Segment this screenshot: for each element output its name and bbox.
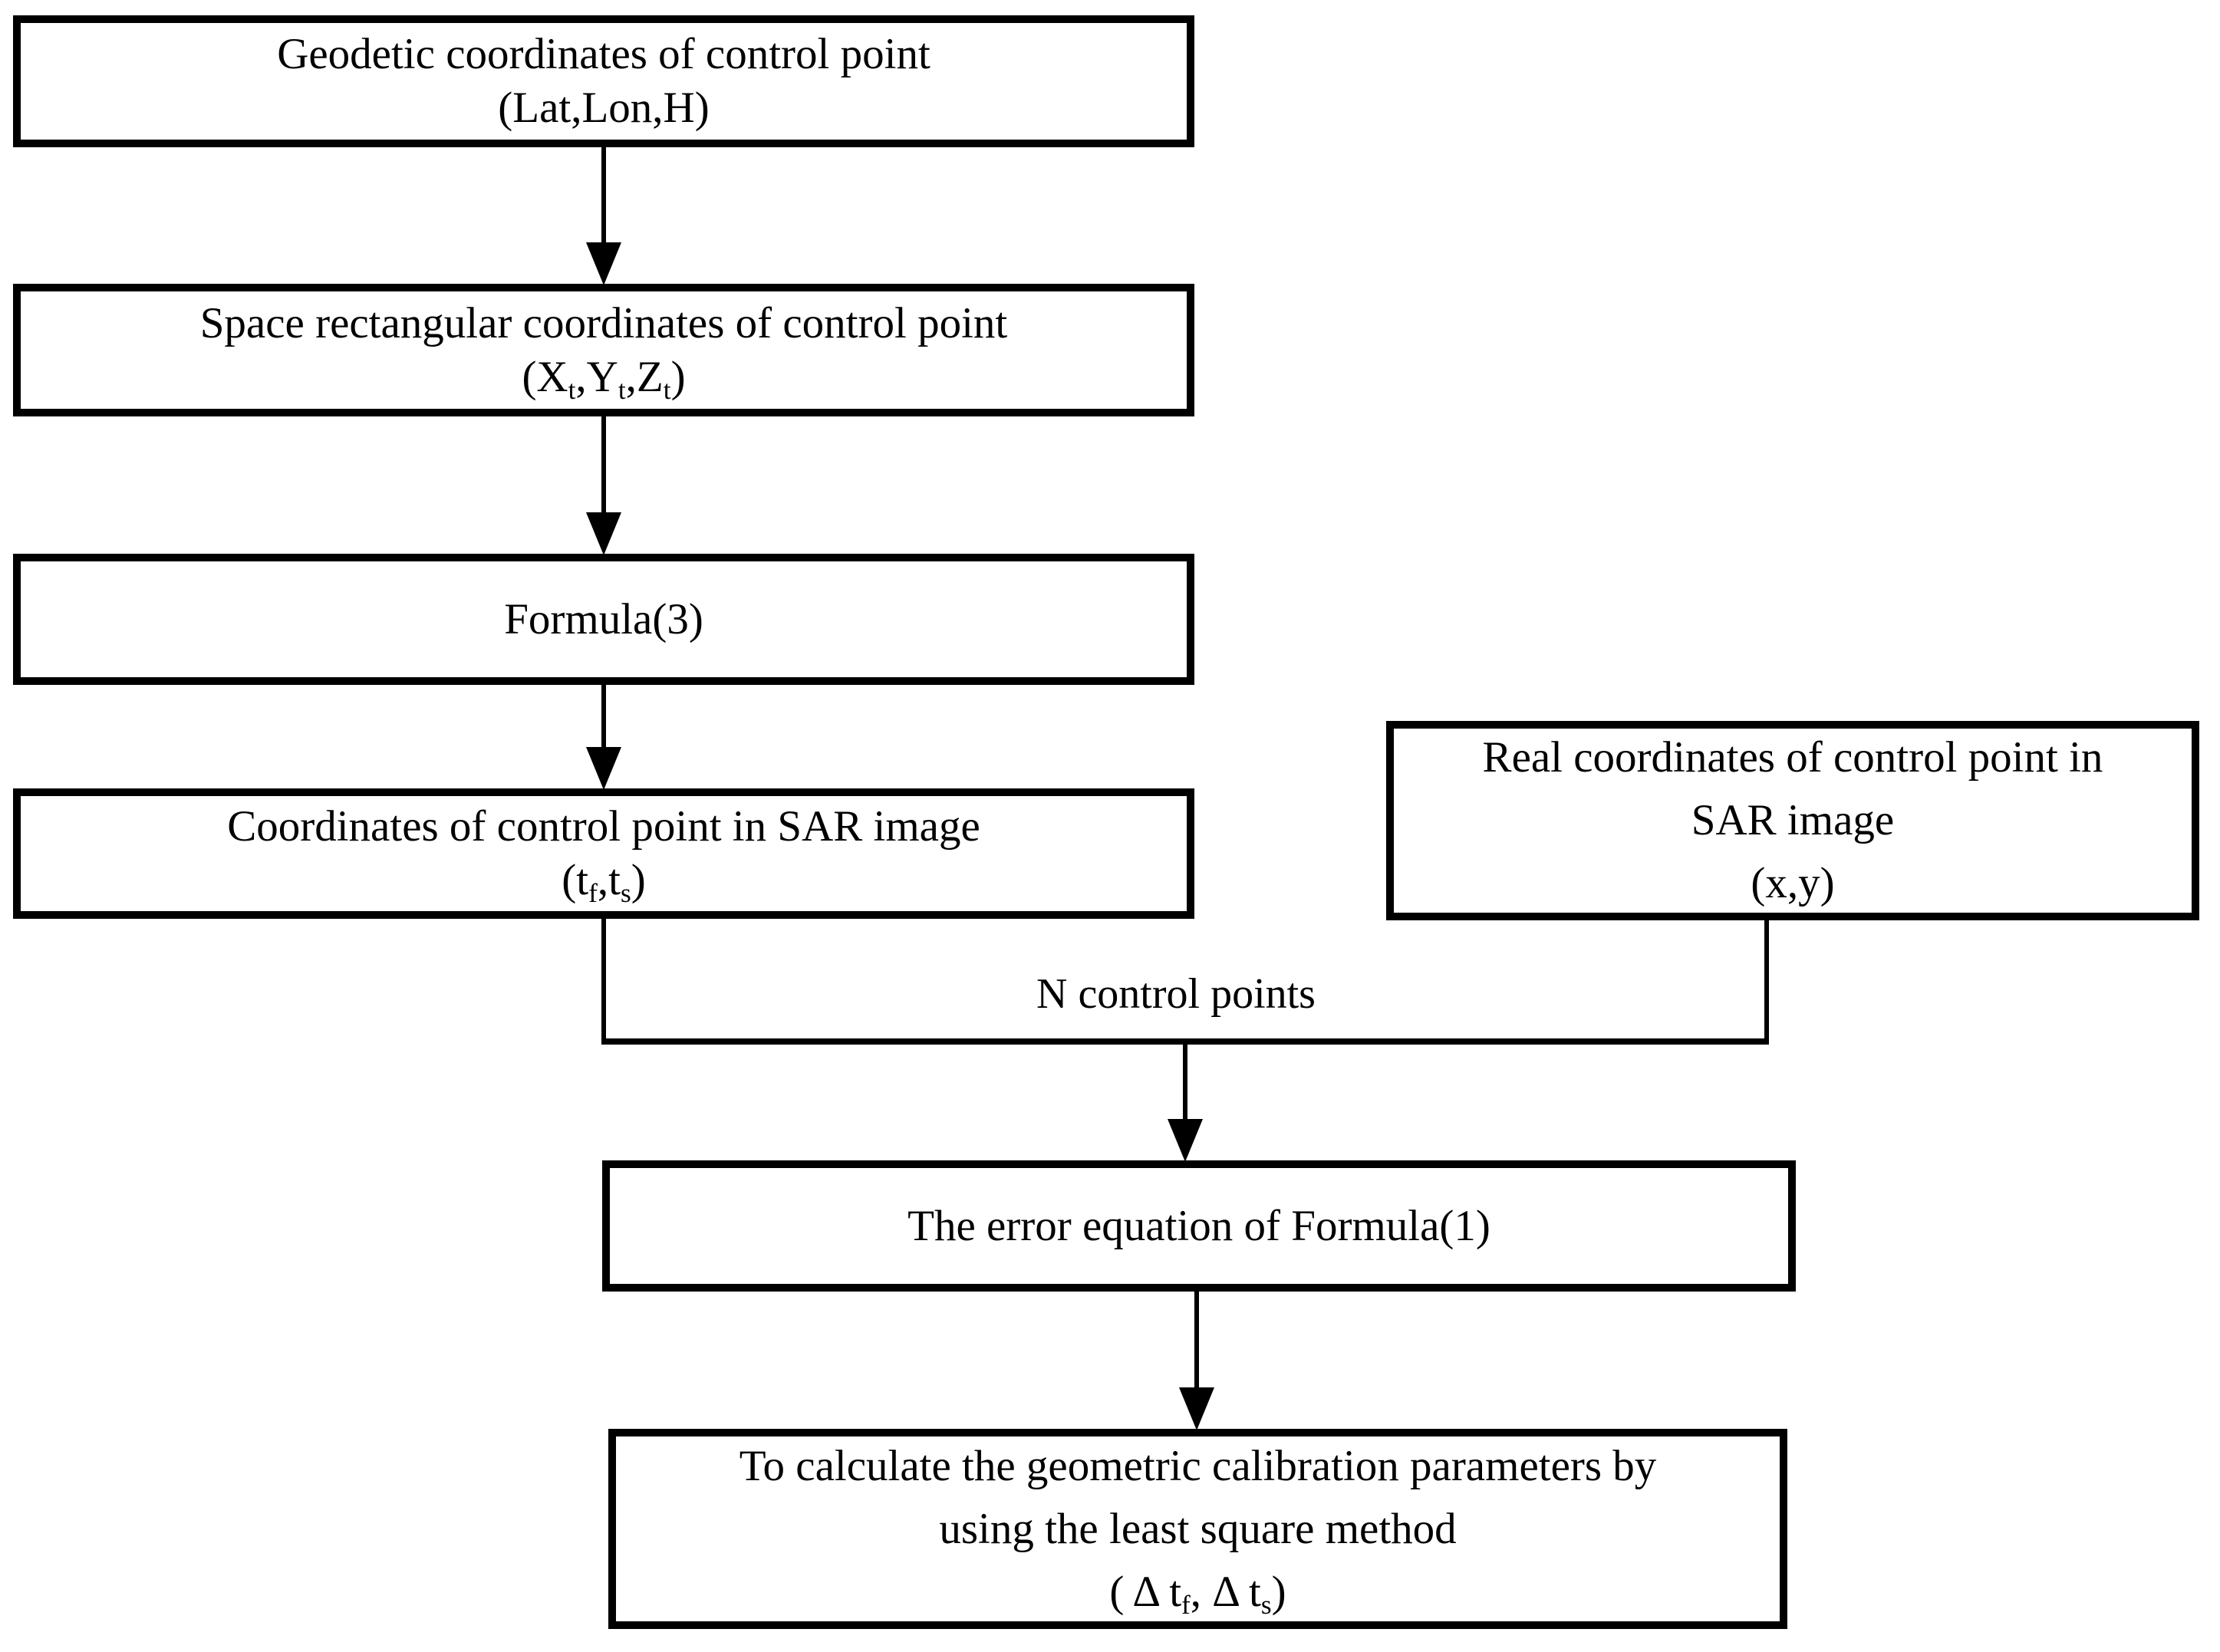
label-n-control-points: N control points	[1036, 970, 1316, 1018]
arrow-space-to-formula-shaft	[601, 416, 606, 518]
box-real-line3: (x,y)	[1751, 859, 1835, 907]
box-geodetic-coordinates: Geodetic coordinates of control point (L…	[13, 15, 1194, 147]
arrow-geodetic-to-space-head	[586, 242, 621, 285]
arrow-merge-to-error-head	[1168, 1119, 1203, 1162]
box-geodetic-line2: (Lat,Lon,H)	[498, 84, 710, 132]
box-calibration-line3: ( Δ tf, Δ ts)	[1109, 1567, 1286, 1620]
box-real-coordinates: Real coordinates of control point in SAR…	[1386, 721, 2199, 920]
box-real-line2: SAR image	[1691, 796, 1895, 844]
box-space-line2: (Xt,Yt,Zt)	[522, 352, 686, 405]
arrow-error-to-calibration-head	[1179, 1387, 1214, 1430]
box-space-rectangular-coordinates: Space rectangular coordinates of control…	[13, 284, 1194, 416]
box-space-line1: Space rectangular coordinates of control…	[199, 298, 1008, 347]
box-sar-line2: (tf,ts)	[562, 856, 646, 908]
arrow-formula-to-sar-shaft	[601, 685, 606, 751]
box-calibration-line2: using the least square method	[939, 1504, 1457, 1553]
box-error-line1: The error equation of Formula(1)	[907, 1201, 1490, 1250]
box-sar-line1: Coordinates of control point in SAR imag…	[227, 802, 980, 851]
box-formula3: Formula(3)	[13, 554, 1194, 685]
box-error-equation: The error equation of Formula(1)	[602, 1160, 1796, 1292]
connector-sar-down	[601, 919, 606, 1045]
arrow-geodetic-to-space-shaft	[601, 147, 606, 248]
arrow-space-to-formula-head	[586, 512, 621, 555]
arrow-formula-to-sar-head	[586, 747, 621, 790]
box-formula3-line1: Formula(3)	[504, 594, 703, 643]
connector-real-down	[1764, 920, 1769, 1045]
arrow-merge-to-error-shaft	[1183, 1045, 1187, 1121]
connector-merge-horizontal	[601, 1038, 1769, 1045]
box-real-line1: Real coordinates of control point in	[1482, 733, 2103, 782]
box-calibration-parameters: To calculate the geometric calibration p…	[608, 1429, 1787, 1629]
arrow-error-to-calibration-shaft	[1194, 1292, 1199, 1390]
box-geodetic-line1: Geodetic coordinates of control point	[277, 30, 930, 78]
box-sar-coordinates: Coordinates of control point in SAR imag…	[13, 788, 1194, 919]
box-calibration-line1: To calculate the geometric calibration p…	[739, 1441, 1657, 1490]
